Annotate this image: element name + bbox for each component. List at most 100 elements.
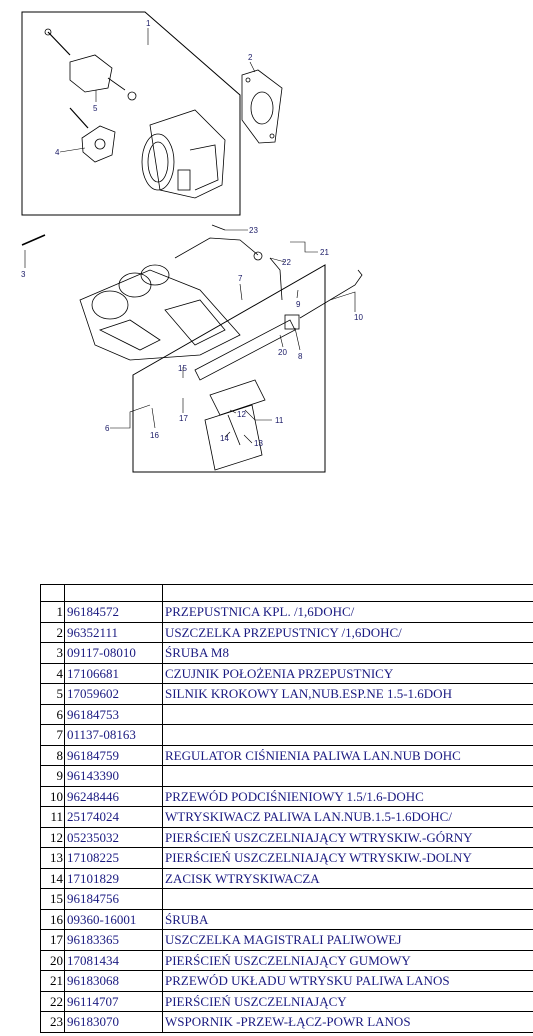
ref-number-cell: 21 — [40, 970, 65, 992]
part-number-cell: 09117-08010 — [64, 642, 163, 664]
fuel-rail-group-frame — [132, 264, 326, 473]
description-cell: CZUJNIK POŁOŻENIA PRZEPUSTNICY — [162, 662, 533, 684]
intake-manifold-drawing — [79, 264, 241, 361]
part-number-cell: 17106681 — [64, 662, 163, 684]
vacuum-hose-drawing — [299, 269, 363, 319]
part-number-cell: 25174024 — [64, 806, 163, 828]
stepper-motor-drawing — [44, 28, 137, 101]
callout-23: 23 — [249, 226, 258, 235]
callout-5: 5 — [93, 104, 98, 113]
ref-number-cell: 1 — [40, 601, 65, 623]
ref-number-cell: 7 — [40, 724, 65, 746]
ref-number-cell: 6 — [40, 703, 65, 725]
description-cell: PIERŚCIEŃ USZCZELNIAJĄCY WTRYSKIW.-GÓRNY — [162, 826, 533, 848]
description-cell: PIERŚCIEŃ USZCZELNIAJĄCY WTRYSKIW.-DOLNY — [162, 847, 533, 869]
ref-number-cell: 11 — [40, 806, 65, 828]
part-number-cell: 17101829 — [64, 867, 163, 889]
ref-number-cell: 17 — [40, 929, 65, 951]
ref-number-cell: 9 — [40, 765, 65, 787]
ref-number-cell: 3 — [40, 642, 65, 664]
fuel-rail-drawing — [194, 314, 300, 416]
description-cell: USZCZELKA PRZEPUSTNICY /1,6DOHC/ — [162, 621, 533, 643]
callout-6: 6 — [105, 424, 110, 433]
callout-17: 17 — [179, 414, 188, 423]
description-cell: PRZEPUSTNICA KPL. /1,6DOHC/ — [162, 601, 533, 623]
part-number-cell: 96183365 — [64, 929, 163, 951]
callout-8: 8 — [298, 352, 303, 361]
callout-1: 1 — [146, 19, 151, 28]
description-cell: ZACISK WTRYSKIWACZA — [162, 867, 533, 889]
part-number-cell: 09360-16001 — [64, 908, 163, 930]
description-cell — [162, 703, 533, 725]
part-number-cell: 17081434 — [64, 949, 163, 971]
description-cell: REGULATOR CIŚNIENIA PALIWA LAN.NUB DOHC — [162, 744, 533, 766]
description-cell: ŚRUBA M8 — [162, 642, 533, 664]
ref-number-cell: 5 — [40, 683, 65, 705]
callout-14: 14 — [220, 434, 229, 443]
description-cell: PIERŚCIEŃ USZCZELNIAJĄCY GUMOWY — [162, 949, 533, 971]
callout-9: 9 — [296, 300, 301, 309]
throttle-sensor-drawing — [69, 107, 116, 163]
callout-2: 2 — [248, 53, 253, 62]
ref-number-cell: 15 — [40, 888, 65, 910]
part-number-cell: 96352111 — [64, 621, 163, 643]
part-number-cell: 96114707 — [64, 990, 163, 1012]
description-cell — [162, 724, 533, 746]
callout-11: 11 — [275, 416, 284, 425]
callout-20: 20 — [278, 348, 287, 357]
callout-leaders — [24, 28, 356, 444]
ref-number-cell: 8 — [40, 744, 65, 766]
part-number-cell: 96184572 — [64, 601, 163, 623]
callout-15: 15 — [178, 364, 187, 373]
callout-4: 4 — [55, 148, 60, 157]
description-cell: ŚRUBA — [162, 908, 533, 930]
ref-number-cell: 13 — [40, 847, 65, 869]
description-cell: WSPORNIK -PRZEW-ŁĄCZ-POWR LANOS — [162, 1011, 533, 1033]
callout-16: 16 — [150, 431, 159, 440]
ref-number-cell: 20 — [40, 949, 65, 971]
ref-number-cell: 10 — [40, 785, 65, 807]
injector-group-drawing — [204, 404, 263, 471]
part-number-cell: 96183068 — [64, 970, 163, 992]
exploded-parts-diagram: 1 2 3 4 5 6 7 8 9 10 11 12 13 14 15 16 1… — [21, 11, 363, 473]
description-cell: USZCZELKA MAGISTRALI PALIWOWEJ — [162, 929, 533, 951]
ref-number-cell: 4 — [40, 662, 65, 684]
part-number-cell: 17108225 — [64, 847, 163, 869]
description-cell: PRZEWÓD UKŁADU WTRYSKU PALIWA LANOS — [162, 970, 533, 992]
callout-7: 7 — [238, 274, 243, 283]
description-cell: SILNIK KROKOWY LAN,NUB.ESP.NE 1.5-1.6DOH — [162, 683, 533, 705]
header-cell-desc — [162, 584, 533, 602]
bolt-drawing — [21, 234, 46, 246]
description-cell: PRZEWÓD PODCIŚNIENIOWY 1.5/1.6-DOHC — [162, 785, 533, 807]
throttle-group-frame — [21, 11, 241, 216]
table-header-row — [40, 584, 533, 602]
callout-22: 22 — [282, 258, 291, 267]
header-cell-no — [40, 584, 65, 602]
part-number-cell: 96184753 — [64, 703, 163, 725]
description-cell: WTRYSKIWACZ PALIWA LAN.NUB.1.5-1.6DOHC/ — [162, 806, 533, 828]
callout-12: 12 — [237, 410, 246, 419]
part-number-cell: 01137-08163 — [64, 724, 163, 746]
throttle-gasket-drawing — [241, 69, 283, 144]
part-number-cell: 96248446 — [64, 785, 163, 807]
